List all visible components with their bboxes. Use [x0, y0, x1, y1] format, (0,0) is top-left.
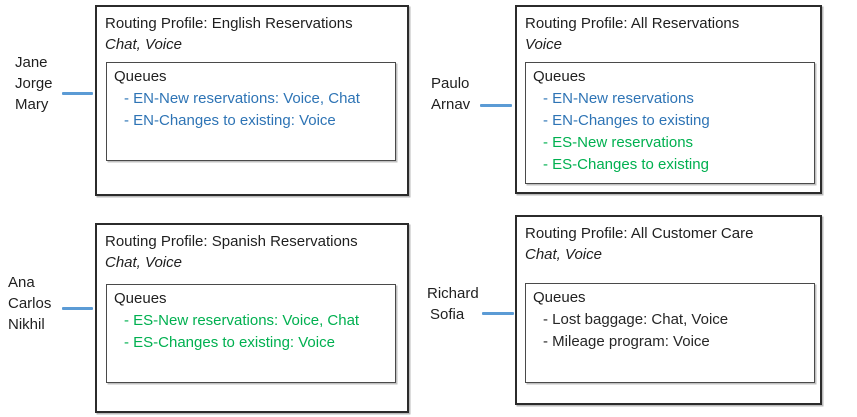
queue-item: - Mileage program: Voice — [543, 333, 710, 350]
queues-box: Queues - ES-New reservations: Voice, Cha… — [106, 284, 396, 383]
profile-title: Routing Profile: English Reservations — [105, 15, 353, 32]
queues-box: Queues - Lost baggage: Chat, Voice - Mil… — [525, 283, 815, 383]
queue-item: - EN-Changes to existing — [543, 112, 710, 129]
agent-name: Arnav — [431, 96, 471, 113]
queue-item: - EN-Changes to existing: Voice — [124, 112, 336, 129]
agent-names-all-reservations: Paulo Arnav — [431, 73, 470, 115]
queues-box: Queues - EN-New reservations - EN-Change… — [525, 62, 815, 184]
profile-box-spanish-reservations: Routing Profile: Spanish Reservations Ch… — [95, 223, 409, 413]
agent-name: Jane — [15, 54, 48, 71]
profile-channels: Chat, Voice — [525, 246, 602, 263]
queues-title: Queues — [114, 68, 167, 85]
agent-name: Richard — [427, 285, 479, 302]
queues-title: Queues — [533, 289, 586, 306]
queues-box: Queues - EN-New reservations: Voice, Cha… — [106, 62, 396, 161]
queue-item: - Lost baggage: Chat, Voice — [543, 311, 729, 328]
agent-name: Sofia — [430, 306, 465, 323]
queue-item: - ES-New reservations: Voice, Chat — [124, 312, 360, 329]
connector-line-all-customer-care — [482, 312, 514, 315]
queues-title: Queues — [533, 68, 586, 85]
connector-line-english-reservations — [62, 92, 93, 95]
profile-box-english-reservations: Routing Profile: English Reservations Ch… — [95, 5, 409, 196]
agent-name: Jorge — [15, 75, 53, 92]
agent-names-all-customer-care: Richard Sofia — [427, 283, 479, 325]
queue-item: - EN-New reservations: Voice, Chat — [124, 90, 360, 107]
profile-title: Routing Profile: All Reservations — [525, 15, 740, 32]
agent-name: Mary — [15, 96, 49, 113]
queues-title: Queues — [114, 290, 167, 307]
agent-names-spanish-reservations: Ana Carlos Nikhil — [8, 272, 51, 335]
connector-line-all-reservations — [480, 104, 512, 107]
agent-name: Carlos — [8, 295, 52, 312]
profile-channels: Chat, Voice — [105, 36, 182, 53]
queue-item: - ES-Changes to existing — [543, 156, 709, 173]
queue-item: - ES-New reservations — [543, 134, 694, 151]
connector-line-spanish-reservations — [62, 307, 93, 310]
profile-box-all-reservations: Routing Profile: All Reservations Voice … — [515, 5, 822, 194]
profile-title: Routing Profile: Spanish Reservations — [105, 233, 358, 250]
agent-name: Paulo — [431, 75, 470, 92]
queue-item: - EN-New reservations — [543, 90, 694, 107]
profile-box-all-customer-care: Routing Profile: All Customer Care Chat,… — [515, 215, 822, 405]
agent-name: Ana — [8, 274, 35, 291]
agent-name: Nikhil — [8, 316, 45, 333]
profile-title: Routing Profile: All Customer Care — [525, 225, 754, 242]
profile-channels: Chat, Voice — [105, 254, 182, 271]
agent-names-english-reservations: Jane Jorge Mary — [15, 52, 53, 115]
queue-item: - ES-Changes to existing: Voice — [124, 334, 335, 351]
profile-channels: Voice — [525, 36, 562, 53]
